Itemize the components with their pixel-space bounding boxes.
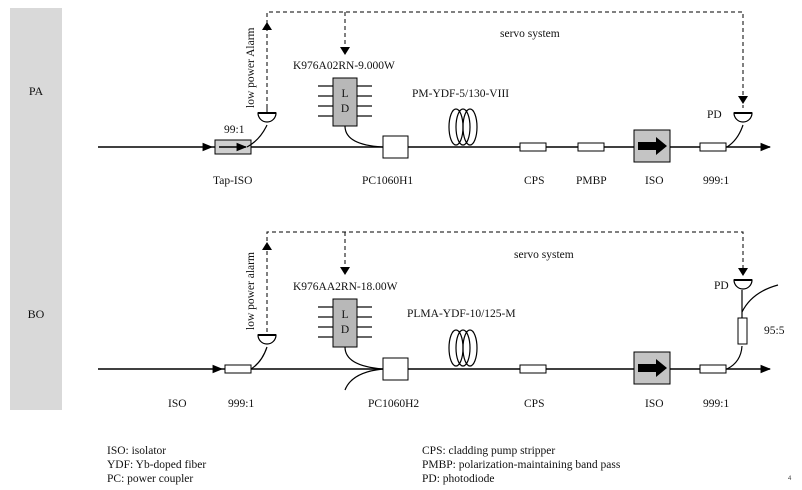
bo-pump-fiber-lower	[344, 368, 384, 391]
bo-pump-fiber	[344, 346, 384, 370]
bo-label-iso: ISO	[645, 398, 664, 410]
pa-alarm-pd-icon	[257, 112, 277, 123]
bo-vertical-tap	[737, 317, 748, 345]
pa-ydf-coil	[448, 108, 478, 146]
pa-servo-arrow-down	[738, 96, 748, 104]
pa-label-pmbp: PMBP	[576, 175, 607, 187]
pa-ld-letter-d: D	[341, 103, 349, 115]
pa-fiber-label: PM-YDF-5/130-VIII	[412, 88, 509, 100]
bo-ld-part: K976AA2RN-18.00W	[293, 281, 398, 293]
bo-ld-letter-d: D	[341, 324, 349, 336]
bo-servo-arrow-ld	[340, 267, 350, 275]
pa-power-coupler	[382, 135, 409, 159]
bo-output-tap	[699, 364, 727, 374]
legend-item: PMBP: polarization-maintaining band pass	[422, 459, 621, 471]
legend: ISO: isolator YDF: Yb-doped fiber PC: po…	[107, 445, 621, 485]
legend-item: CPS: cladding pump stripper	[422, 445, 555, 457]
bo-servo-arrow-up	[262, 242, 272, 250]
section-label-pa: PA	[29, 84, 44, 98]
pa-label-pc: PC1060H1	[362, 175, 413, 187]
sidebar	[10, 8, 62, 410]
bo-servo-loop	[266, 231, 744, 332]
pa-pump-fiber	[344, 125, 384, 148]
legend-item: ISO: isolator	[107, 445, 166, 457]
pa-pmbp	[577, 142, 605, 152]
bo-alarm-label: low power alarm	[245, 252, 257, 330]
bo-servo-label: servo system	[514, 249, 574, 261]
pa-servo-loop	[266, 11, 744, 108]
pa-alarm-label: low power Alarm	[245, 27, 257, 108]
section-label-bo: BO	[28, 307, 45, 321]
bo-ld-letter-l: L	[341, 309, 348, 321]
bo-input-tap	[224, 364, 252, 374]
pa-label-iso: ISO	[645, 175, 664, 187]
pa-label-tap-iso: Tap-ISO	[213, 175, 252, 187]
pa-laser-diode	[318, 77, 372, 127]
legend-item: YDF: Yb-doped fiber	[107, 459, 206, 471]
pa-label-cps: CPS	[524, 175, 544, 187]
pa-ld-part: K976A02RN-9.000W	[293, 60, 395, 72]
pa-pd-label: PD	[707, 109, 722, 121]
pa-tap-ratio: 99:1	[224, 124, 245, 136]
pa-servo-label: servo system	[500, 28, 560, 40]
bo-tap-ratio: 999:1	[228, 398, 254, 410]
bo-output-pd-icon	[733, 279, 753, 290]
pa-output-pd-icon	[733, 112, 753, 123]
legend-item: PC: power coupler	[107, 473, 193, 485]
bo-label-iso-input: ISO	[168, 398, 187, 410]
bo-out-ratio: 999:1	[703, 398, 729, 410]
page-number: 4	[788, 476, 792, 482]
bo-tap-ratio-vertical: 95:5	[764, 325, 785, 337]
pa-servo-arrow-ld	[340, 47, 350, 55]
bo-label-cps: CPS	[524, 398, 544, 410]
bo-cps	[519, 364, 547, 374]
pa-out-ratio: 999:1	[703, 175, 729, 187]
pa-cps	[519, 142, 547, 152]
pa-servo-arrow-up	[262, 22, 272, 30]
bo-pd-label: PD	[714, 280, 729, 292]
pa-section: servo system 99:1 Tap-ISO low power Alar…	[98, 11, 772, 187]
bo-alarm-pd-icon	[257, 334, 277, 345]
bo-power-coupler	[382, 357, 409, 381]
pa-ld-letter-l: L	[341, 88, 348, 100]
pa-output-tap	[699, 142, 727, 152]
bo-fiber-label: PLMA-YDF-10/125-M	[407, 308, 516, 320]
legend-item: PD: photodiode	[422, 473, 495, 485]
bo-section: servo system ISO 999:1 low power alarm K…	[98, 231, 785, 410]
bo-servo-arrow-down	[738, 268, 748, 276]
bo-label-pc: PC1060H2	[368, 398, 419, 410]
bo-ydf-coil	[448, 329, 478, 367]
bo-laser-diode	[318, 298, 372, 348]
